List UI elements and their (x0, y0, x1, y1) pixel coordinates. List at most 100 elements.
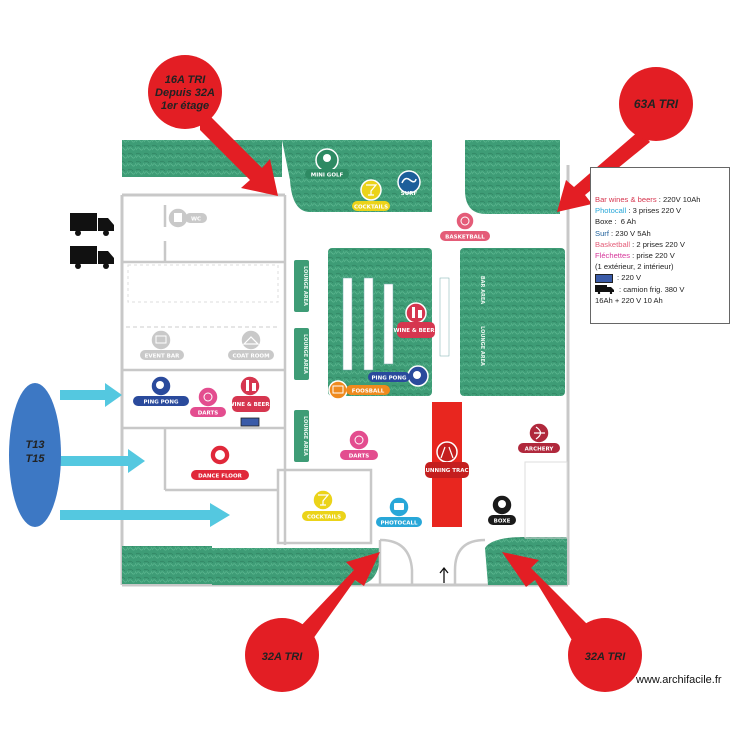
ellipse-left-line-1: T13 (26, 439, 45, 451)
grass-bottom-center (212, 548, 380, 585)
legend-row-value: : 3 prises 220 V (626, 206, 682, 216)
legend-row: Photocall : 3 prises 220 V (595, 205, 725, 216)
legend-row-value: : 2 prises 220 V (630, 239, 685, 249)
legend-truck-row: : camion frig. 380 V (595, 284, 725, 295)
zone-label-ping-pong-left: PING PONG (144, 400, 179, 406)
zone-label-event-bar: EVENT BAR (145, 354, 180, 360)
legend-last-line: 16Ah + 220 V 10 Ah (595, 295, 663, 305)
ellipse-left-line-2: T15 (26, 453, 46, 465)
zone-running-track: RUNNING TRACK (421, 441, 474, 478)
disco-ball-icon (215, 450, 225, 460)
legend-row-value: : 220V 10Ah (656, 195, 701, 204)
zone-label-wine-beers-center: WINE & BEERS (393, 328, 438, 334)
flags-icon (440, 446, 454, 459)
foosball-icon (332, 385, 344, 394)
legend-row: Boxe : 6 Ah (595, 216, 725, 227)
zone-darts-center: DARTS (340, 429, 378, 460)
zone-archery: ARCHERY (518, 422, 560, 453)
zone-label-photocall: PHOTOCALL (380, 521, 418, 527)
circle-top-left-line-2: Depuis 32A (155, 87, 215, 99)
zone-label-mini-golf: MINI GOLF (311, 173, 344, 179)
legend-swatch (595, 273, 613, 283)
legend-row: Fléchettes : prise 220 V (595, 250, 725, 261)
surf-wave-icon (401, 177, 417, 184)
legend-swatch-text: : 220 V (617, 273, 642, 283)
zone-ping-pong-center: PING PONG (368, 365, 429, 387)
lounge-labels: LOUNGE AREA LOUNGE AREA LOUNGE AREA BAR … (294, 260, 485, 462)
bar-icon (155, 335, 167, 344)
golf-icon (323, 154, 331, 162)
power-circle-top-right: 63A TRI (619, 67, 693, 141)
legend-row-value: : 230 V 5Ah (608, 228, 651, 238)
cocktail-icon-2 (318, 494, 330, 506)
blue-arrows (60, 383, 230, 527)
camera-icon (394, 503, 404, 510)
legend-row-label: Basketball (595, 239, 631, 249)
zone-label-wine-beers-left: WINE & BEERS (228, 402, 273, 408)
circle-bottom-right-line-1: 32A TRI (585, 651, 626, 663)
legend-truck-text: : camion frig. 380 V (619, 284, 685, 294)
legend-row-label: Fléchettes (595, 251, 631, 261)
zone-label-darts-center: DARTS (349, 454, 370, 460)
legend-row-label: Boxe (595, 217, 613, 227)
boxing-glove-icon (498, 500, 506, 508)
zone-dance-floor: DANCE FLOOR (191, 444, 249, 480)
circle-top-left-line-1: 16A TRI (165, 74, 206, 86)
legend-row-value: : prise 220 V (630, 251, 675, 261)
entrance-arrow (439, 566, 449, 583)
hanger-icon (242, 336, 260, 345)
legend-swatch-row: : 220 V (595, 272, 725, 283)
grass-bottom-right (485, 537, 525, 585)
grass-center-right (460, 248, 565, 396)
truck-icon-2 (70, 246, 114, 269)
zone-surf: SURF (397, 170, 421, 197)
legend-row: Surf : 230 V 5Ah (595, 228, 725, 239)
zone-label-surf: SURF (401, 191, 418, 197)
truck-icon-legend (595, 284, 614, 294)
zone-wine-beers-left: WINE & BEERS (228, 375, 274, 412)
grass-areas (122, 140, 567, 585)
circle-bottom-left-line-1: 32A TRI (262, 651, 303, 663)
lounge-area-label-right: LOUNGE AREA (479, 326, 485, 366)
zone-coat-room: COAT ROOM (228, 329, 274, 360)
circle-top-right-line-1: 63A TRI (634, 97, 679, 111)
zone-wine-beers-center: WINE & BEERS (393, 302, 439, 338)
legend-row-value: (1 extérieur, 2 intérieur) (595, 262, 674, 272)
grass-bottom-left-strip (122, 546, 212, 584)
zone-label-cocktails-bottom: COCKTAILS (307, 515, 341, 521)
power-circle-bottom-left: 32A TRI (245, 618, 319, 692)
legend-row: (1 extérieur, 2 intérieur) (595, 261, 725, 272)
bar-area-label-right: BAR AREA (479, 276, 485, 304)
zone-label-running-track: RUNNING TRACK (421, 468, 473, 474)
zone-event-bar: EVENT BAR (140, 329, 184, 360)
power-circle-bottom-right: 32A TRI (568, 618, 642, 692)
zone-label-archery: ARCHERY (525, 447, 555, 453)
legend-row-label: Bar wines & beers (595, 195, 657, 204)
zone-label-darts-left: DARTS (198, 411, 219, 417)
zone-label-cocktails-top: COCKTAILS (354, 205, 388, 211)
bottle-icon-2 (412, 307, 415, 318)
zone-label-coat-room: COAT ROOM (232, 354, 269, 360)
interior-walls (122, 195, 568, 585)
bleachers (342, 277, 450, 371)
grass-center-left (328, 248, 432, 396)
zone-label-ping-pong-center: PING PONG (372, 376, 407, 382)
dart-target-icon (203, 392, 213, 402)
lounge-area-label-1: LOUNGE AREA (302, 266, 308, 306)
zone-wc: WC (167, 207, 207, 229)
zone-mini-golf: MINI GOLF (305, 148, 349, 179)
toilet-icon (174, 213, 182, 222)
zone-boxe: BOXE (488, 494, 516, 525)
legend-row: Bar wines & beers : 220V 10Ah (595, 194, 725, 205)
zone-label-boxe: BOXE (494, 519, 511, 525)
circle-top-left-line-3: 1er étage (161, 100, 209, 112)
zone-photocall: PHOTOCALL (376, 496, 422, 527)
bottle-icon (246, 380, 249, 391)
zone-cocktails-bottom: COCKTAILS (302, 489, 346, 521)
zone-label-wc: WC (191, 217, 201, 223)
cocktail-icon (366, 184, 378, 196)
power-circle-top-left: 16A TRI Depuis 32A 1er étage (148, 55, 222, 129)
